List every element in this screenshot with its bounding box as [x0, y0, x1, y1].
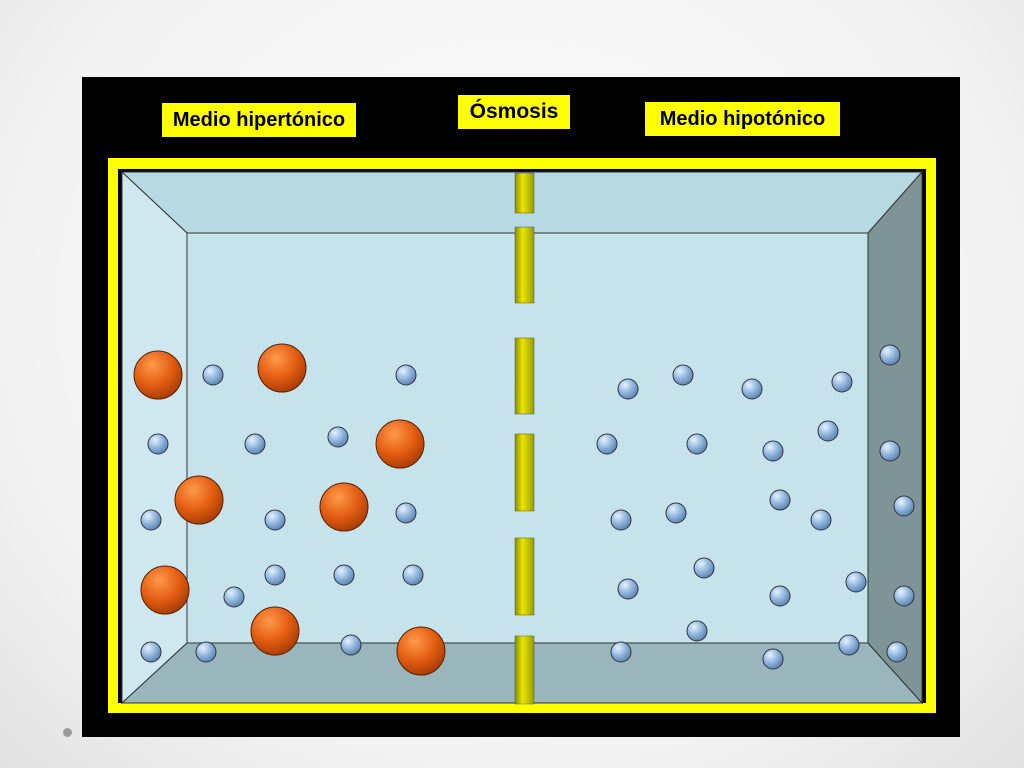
- water-molecule: [244, 433, 266, 455]
- water-molecule: [686, 433, 708, 455]
- membrane-segment: [514, 172, 535, 214]
- water-molecule: [147, 433, 169, 455]
- water-molecule: [596, 433, 618, 455]
- water-molecule: [893, 585, 915, 607]
- solute-particle: [257, 343, 307, 393]
- water-molecule: [886, 641, 908, 663]
- solute-particles: [133, 343, 446, 676]
- water-molecule: [672, 364, 694, 386]
- water-molecule: [838, 634, 860, 656]
- water-molecule: [741, 378, 763, 400]
- water-molecule: [610, 641, 632, 663]
- water-molecule: [769, 585, 791, 607]
- water-molecule: [264, 509, 286, 531]
- water-molecules: [140, 344, 915, 670]
- water-molecule: [402, 564, 424, 586]
- water-molecule: [879, 440, 901, 462]
- solute-particle: [375, 419, 425, 469]
- water-molecule: [327, 426, 349, 448]
- water-molecule: [762, 440, 784, 462]
- hypertonic-medium-label: Medio hipertónico: [162, 103, 356, 137]
- water-molecule: [893, 495, 915, 517]
- water-molecule: [762, 648, 784, 670]
- solute-particle: [250, 606, 300, 656]
- semipermeable-membrane: [514, 172, 535, 705]
- water-molecule: [817, 420, 839, 442]
- water-molecule: [395, 502, 417, 524]
- water-molecule: [831, 371, 853, 393]
- water-molecule: [195, 641, 217, 663]
- solute-particle: [133, 350, 183, 400]
- water-molecule: [617, 378, 639, 400]
- water-molecule: [264, 564, 286, 586]
- membrane-segment: [514, 635, 535, 705]
- water-molecule: [879, 344, 901, 366]
- water-molecule: [810, 509, 832, 531]
- osmosis-diagram-panel: Medio hipertónico Ósmosis Medio hipotóni…: [82, 77, 960, 737]
- water-molecule: [340, 634, 362, 656]
- membrane-segment: [514, 337, 535, 415]
- water-molecule: [617, 578, 639, 600]
- water-molecule: [693, 557, 715, 579]
- water-molecule: [769, 489, 791, 511]
- osmosis-title: Ósmosis: [458, 95, 570, 129]
- water-molecule: [333, 564, 355, 586]
- membrane-segment: [514, 433, 535, 512]
- solute-particle: [174, 475, 224, 525]
- hypotonic-medium-label: Medio hipotónico: [645, 102, 840, 136]
- osmosis-diagram: [108, 158, 936, 713]
- solute-particle: [396, 626, 446, 676]
- water-molecule: [223, 586, 245, 608]
- water-molecule: [610, 509, 632, 531]
- membrane-segment: [514, 537, 535, 616]
- water-molecule: [395, 364, 417, 386]
- slide-bullet-dot: [63, 728, 72, 737]
- water-molecule: [845, 571, 867, 593]
- water-molecule: [140, 509, 162, 531]
- water-molecule: [140, 641, 162, 663]
- solute-particle: [319, 482, 369, 532]
- membrane-segment: [514, 226, 535, 304]
- water-molecule: [202, 364, 224, 386]
- water-molecule: [686, 620, 708, 642]
- water-molecule: [665, 502, 687, 524]
- solute-particle: [140, 565, 190, 615]
